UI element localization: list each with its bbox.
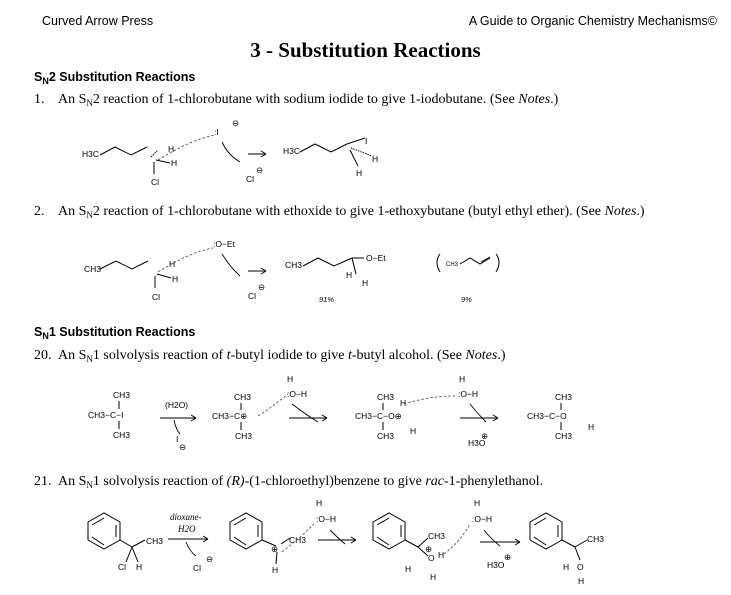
reaction-2-scheme: CH3 Cl H H :O−Et Cl ⊖ CH3 O−Et H H 91% C… bbox=[84, 239, 500, 304]
section-sn1-heading: SN1 Substitution Reactions bbox=[34, 325, 196, 341]
svg-text:CH3: CH3 bbox=[235, 431, 252, 441]
svg-text:H3C: H3C bbox=[283, 146, 300, 156]
svg-text:Cl: Cl bbox=[152, 292, 160, 302]
svg-text:CH3−C−O: CH3−C−O bbox=[527, 411, 567, 421]
svg-text:Cl: Cl bbox=[118, 562, 126, 572]
svg-text:CH3: CH3 bbox=[555, 431, 572, 441]
svg-text:⊕: ⊕ bbox=[271, 544, 278, 554]
svg-text:H: H bbox=[362, 278, 368, 288]
svg-text:⊕: ⊕ bbox=[425, 544, 432, 554]
svg-text:H: H bbox=[316, 498, 322, 508]
svg-text:⊕: ⊕ bbox=[481, 431, 488, 441]
svg-text:⊖: ⊖ bbox=[179, 442, 186, 452]
svg-text:CH3−C−O⊕: CH3−C−O⊕ bbox=[355, 411, 402, 421]
svg-text:CH3: CH3 bbox=[146, 536, 163, 546]
svg-text:H: H bbox=[474, 498, 480, 508]
svg-text:Cl: Cl bbox=[151, 177, 159, 187]
svg-text:CH3: CH3 bbox=[113, 430, 130, 440]
svg-text:91%: 91% bbox=[319, 295, 334, 304]
svg-text:CH3: CH3 bbox=[428, 531, 445, 541]
svg-text::O−H: :O−H bbox=[458, 389, 478, 399]
svg-text:CH3: CH3 bbox=[587, 534, 604, 544]
svg-text:CH3: CH3 bbox=[285, 260, 302, 270]
svg-text::O−H: :O−H bbox=[472, 514, 492, 524]
svg-text:H: H bbox=[430, 572, 436, 582]
svg-text:H: H bbox=[578, 576, 584, 586]
reaction-1-scheme: H3C Cl H H :I ⊖ Cl ⊖ H3C I H H bbox=[82, 118, 378, 187]
svg-text::I: :I bbox=[214, 127, 219, 137]
svg-text:H: H bbox=[136, 562, 142, 572]
svg-text:O−Et: O−Et bbox=[366, 253, 386, 263]
svg-text:H: H bbox=[405, 564, 411, 574]
svg-text::O−H: :O−H bbox=[287, 389, 307, 399]
page-title: 3 - Substitution Reactions bbox=[250, 38, 481, 62]
svg-text:H: H bbox=[172, 274, 178, 284]
svg-text:I: I bbox=[176, 434, 178, 444]
svg-text:H3O: H3O bbox=[468, 438, 486, 448]
reaction-20-description: 20.An SN1 solvolysis reaction of t-butyl… bbox=[34, 348, 506, 364]
svg-text:Cl: Cl bbox=[248, 291, 256, 301]
svg-text:O: O bbox=[577, 562, 584, 572]
svg-text:CH3: CH3 bbox=[377, 392, 394, 402]
svg-text:H: H bbox=[410, 426, 416, 436]
svg-text:Cl: Cl bbox=[246, 174, 254, 184]
svg-text:H: H bbox=[272, 565, 278, 575]
svg-text:dioxane-: dioxane- bbox=[170, 512, 202, 522]
svg-text:H2O: H2O bbox=[177, 524, 196, 534]
svg-text:CH3: CH3 bbox=[234, 392, 251, 402]
svg-text:⊖: ⊖ bbox=[258, 282, 265, 292]
svg-text:Cl: Cl bbox=[193, 563, 201, 573]
svg-text:H: H bbox=[400, 398, 406, 408]
svg-text:I: I bbox=[365, 136, 367, 146]
svg-text:⊖: ⊖ bbox=[232, 118, 239, 128]
svg-text:H: H bbox=[346, 270, 352, 280]
reaction-20-scheme: CH3 CH3−C−I CH3 (H2O) I ⊖ CH3 CH3−C⊕ CH3… bbox=[88, 374, 594, 452]
header-book-title: A Guide to Organic Chemistry Mechanisms© bbox=[468, 14, 717, 28]
svg-text::O−Et: :O−Et bbox=[213, 239, 236, 249]
svg-text:CH3: CH3 bbox=[289, 535, 306, 545]
svg-text:H: H bbox=[168, 144, 174, 154]
svg-text::O−H: :O−H bbox=[316, 514, 336, 524]
svg-text:H: H bbox=[356, 168, 362, 178]
svg-text:⊖: ⊖ bbox=[256, 165, 263, 175]
svg-text:CH3−C−I: CH3−C−I bbox=[88, 410, 123, 420]
svg-text:H: H bbox=[438, 550, 444, 560]
svg-text:CH3−C⊕: CH3−C⊕ bbox=[212, 411, 247, 421]
svg-text:9%: 9% bbox=[461, 295, 472, 304]
svg-text:⊖: ⊖ bbox=[206, 554, 213, 564]
reaction-21-scheme: CH3 Cl H dioxane- H2O Cl ⊖ ⊕ CH3 H H :O−… bbox=[87, 498, 604, 586]
svg-text:CH3: CH3 bbox=[555, 392, 572, 402]
svg-text:CH3: CH3 bbox=[84, 264, 101, 274]
svg-text:H3C: H3C bbox=[82, 149, 99, 159]
svg-text:H: H bbox=[459, 374, 465, 384]
header-publisher: Curved Arrow Press bbox=[42, 14, 154, 28]
svg-text:H: H bbox=[171, 158, 177, 168]
reaction-21-description: 21.An SN1 solvolysis reaction of (R)-(1-… bbox=[34, 474, 544, 490]
svg-text:H: H bbox=[372, 154, 378, 164]
svg-text:H: H bbox=[287, 374, 293, 384]
svg-text:H: H bbox=[563, 562, 569, 572]
section-sn2-heading: SN2 Substitution Reactions bbox=[34, 70, 196, 86]
svg-text:(H2O): (H2O) bbox=[165, 400, 188, 410]
svg-text:H: H bbox=[169, 259, 175, 269]
svg-text:O: O bbox=[428, 553, 435, 563]
svg-text:H: H bbox=[588, 422, 594, 432]
svg-text:CH3: CH3 bbox=[446, 262, 459, 268]
reaction-2-description: 2.An SN2 reaction of 1-chlorobutane with… bbox=[34, 204, 645, 220]
svg-text:H3O: H3O bbox=[487, 560, 505, 570]
reaction-1-description: 1.An SN2 reaction of 1-chlorobutane with… bbox=[34, 92, 559, 108]
svg-text:CH3: CH3 bbox=[377, 431, 394, 441]
svg-text:⊕: ⊕ bbox=[504, 552, 511, 562]
svg-text:CH3: CH3 bbox=[113, 390, 130, 400]
